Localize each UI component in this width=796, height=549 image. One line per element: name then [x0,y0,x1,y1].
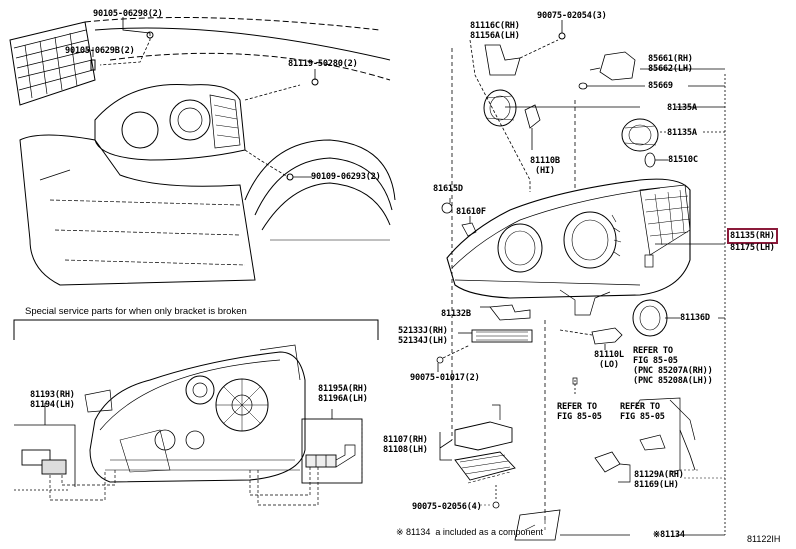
callout-90105-06298[interactable]: 90105-06298(2) [93,9,163,19]
vehicle-front-illustration [9,17,396,286]
callout-81610F[interactable]: 81610F [456,207,486,217]
callout-81116C-81156A[interactable]: 81116C(RH) 81156A(LH) [470,21,520,41]
callout-90109-06293[interactable]: 90109-06293(2) [311,172,381,182]
callout-81175-lh[interactable]: 81175(LH) [730,243,775,253]
callout-81510C[interactable]: 81510C [668,155,698,165]
callout-81135A-lower[interactable]: 81135A [667,128,697,138]
callout-81195A-81196A[interactable]: 81195A(RH) 81196A(LH) [318,384,368,404]
callout-52133J-52134J[interactable]: 52133J(RH) 52134J(LH) [398,326,448,346]
callout-81136D[interactable]: 81136D [680,313,710,323]
bracket-section [13,319,379,506]
callout-81132B[interactable]: 81132B [441,309,471,319]
callout-81135-rh-highlighted[interactable]: 81135(RH) [727,228,778,244]
callout-90075-01017[interactable]: 90075-01017(2) [410,373,480,383]
section-title: Special service parts for when only brac… [25,306,247,317]
callout-81110L-lo[interactable]: 81110L (LO) [594,350,624,370]
callout-85661-85662[interactable]: 85661(RH) 85662(LH) [648,54,693,74]
footnote: ※ 81134 a included as a component [396,527,543,537]
figure-code: 81122IH [747,534,781,544]
callout-81129A-81169[interactable]: 81129A(RH) 81169(LH) [634,470,684,490]
refer-fig-85-05-left[interactable]: REFER TO FIG 85-05 [557,402,602,422]
callout-85669[interactable]: 85669 [648,81,673,91]
callout-81119-50280[interactable]: 81119-50280(2) [288,59,358,69]
callout-81193-81194[interactable]: 81193(RH) 81194(LH) [30,390,75,410]
callout-81110B-hi[interactable]: 81110B (HI) [530,156,560,176]
callout-90075-02056[interactable]: 90075-02056(4) [412,502,482,512]
callout-81134[interactable]: ※81134 [653,530,685,540]
callout-81107-81108[interactable]: 81107(RH) 81108(LH) [383,435,428,455]
refer-fig-85-05-right[interactable]: REFER TO FIG 85-05 [620,402,665,422]
callout-90075-02054[interactable]: 90075-02054(3) [537,11,607,21]
exploded-headlamp-illustration [436,20,726,541]
callout-81615D[interactable]: 81615D [433,184,463,194]
callout-90105-0629B[interactable]: 90105-0629B(2) [65,46,135,56]
callout-81135A-upper[interactable]: 81135A [667,103,697,113]
refer-fig-85-05-pnc[interactable]: REFER TO FIG 85-05 (PNC 85207A(RH)) (PNC… [633,346,713,386]
